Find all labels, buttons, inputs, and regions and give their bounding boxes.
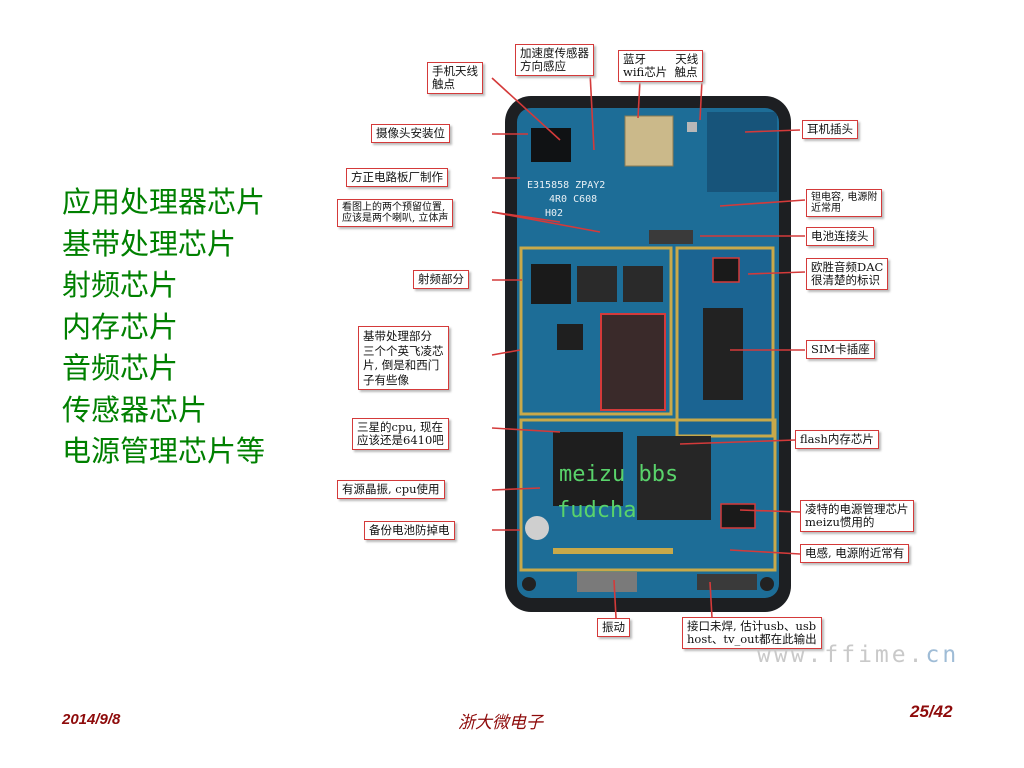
callout-label: 电感, 电源附近常有	[800, 544, 910, 563]
callout-label: 耳机插头	[802, 120, 858, 139]
pcb-graphics	[519, 112, 777, 592]
callout-label: 有源晶振, cpu使用	[337, 480, 445, 499]
callout-label: 备份电池防掉电	[364, 521, 455, 540]
board-text: E315858 ZPAY2	[527, 180, 606, 191]
slide-bullet-list: 应用处理器芯片 基带处理芯片 射频芯片 内存芯片 音频芯片 传感器芯片 电源管理…	[62, 182, 265, 473]
overlay-watermark: meizu bbs	[559, 462, 679, 487]
callout-label: 射频部分	[413, 270, 469, 289]
bullet-item: 传感器芯片	[62, 392, 208, 427]
site-watermark: www.ffime.cn	[757, 642, 959, 668]
bullet-item: 内存芯片	[62, 309, 179, 344]
callout-label: 手机天线 触点	[427, 62, 483, 94]
callout-label: 蓝牙 天线 wifi芯片 触点	[618, 50, 704, 82]
callout-label: SIM卡插座	[806, 340, 875, 359]
board-text: H02	[545, 208, 564, 219]
callout-label: 电池连接头	[806, 227, 874, 246]
callout-label: 凌特的电源管理芯片 meizu惯用的	[800, 500, 914, 532]
bullet-item: 基带处理芯片	[62, 226, 237, 261]
bullet-item: 音频芯片	[62, 351, 179, 385]
footer-date: 2014/9/8	[62, 711, 121, 728]
callout-label: 振动	[597, 618, 630, 637]
overlay-watermark: fudcha	[557, 498, 637, 523]
callout-label: 摄像头安装位	[371, 124, 450, 143]
callout-label: 欧胜音频DAC 很清楚的标识	[806, 258, 889, 290]
bullet-item: 应用处理器芯片	[62, 185, 266, 219]
site-watermark-main: www.ffime.	[757, 642, 926, 668]
callout-label: 看图上的两个预留位置, 应该是两个喇叭, 立体声	[337, 199, 454, 227]
callout-label: 方正电路板厂制作	[346, 168, 448, 187]
pcb: E315858 ZPAY2 4R0 C608 H02 meizu bbs fud…	[517, 108, 779, 598]
callout-label: 钽电容, 电源附 近常用	[806, 189, 883, 217]
footer-org: 浙大微电子	[458, 713, 543, 733]
callout-label: 接口未焊, 估计usb、usb host、tv_out都在此输出	[682, 617, 822, 649]
bullet-item: 射频芯片	[62, 268, 179, 302]
page-number: 25/42	[910, 702, 953, 721]
board-text: 4R0 C608	[549, 194, 598, 205]
callout-label: flash内存芯片	[795, 430, 879, 449]
callout-label: 三星的cpu, 现在 应该还是6410吧	[352, 418, 449, 450]
callout-label: 基带处理部分 三个个英飞凌芯 片, 倒是和西门 子有些像	[358, 326, 449, 390]
bullet-item: 电源管理芯片等	[62, 434, 266, 468]
callout-label: 加速度传感器 方向感应	[515, 44, 594, 76]
phone-board-photo: E315858 ZPAY2 4R0 C608 H02 meizu bbs fud…	[505, 96, 791, 612]
site-watermark-tld: cn	[925, 642, 960, 668]
